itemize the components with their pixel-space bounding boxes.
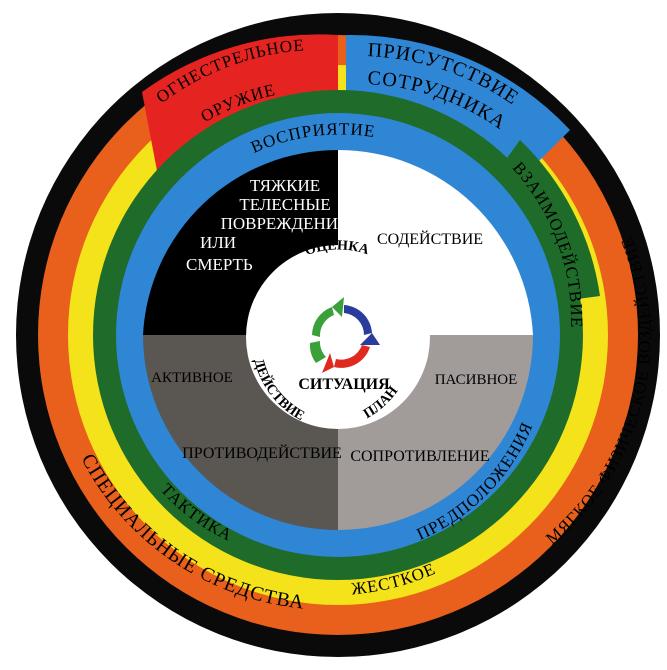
quadrant-top-left-line2: ТЕЛЕСНЫЕ xyxy=(239,195,330,214)
quadrant-right-middle-label: ПАСИВНОЕ xyxy=(435,372,518,388)
quadrant-bottom-right-label: СОПРОТИВЛЕНИЕ xyxy=(350,448,489,465)
cycle-arrows-icon xyxy=(309,297,380,373)
quadrant-top-left-label: ТЯЖКИЕ ТЕЛЕСНЫЕ ПОВРЕЖДЕНИЯ ИЛИ СМЕРТЬ xyxy=(186,176,349,274)
quadrant-top-right-label: СОДЕЙСТВИЕ xyxy=(377,229,483,248)
quadrant-top-left-line3: ПОВРЕЖДЕНИЯ xyxy=(221,214,350,233)
quadrant-top-left-line1: ТЯЖКИЕ xyxy=(250,176,320,195)
center-assessment-label: ОЦЕНКА xyxy=(303,238,371,259)
quadrant-top-left-line5: СМЕРТЬ xyxy=(186,255,253,274)
quadrant-bottom-left-label: ПРОТИВОДЕЙСТВИЕ xyxy=(182,443,342,462)
interaction-segment xyxy=(500,140,600,300)
center-situation-label: СИТУАЦИЯ xyxy=(298,376,390,393)
quadrant-left-middle-label: АКТИВНОЕ xyxy=(151,370,233,386)
quadrant-top-left-line4: ИЛИ xyxy=(200,233,236,252)
center-circle xyxy=(246,245,430,429)
